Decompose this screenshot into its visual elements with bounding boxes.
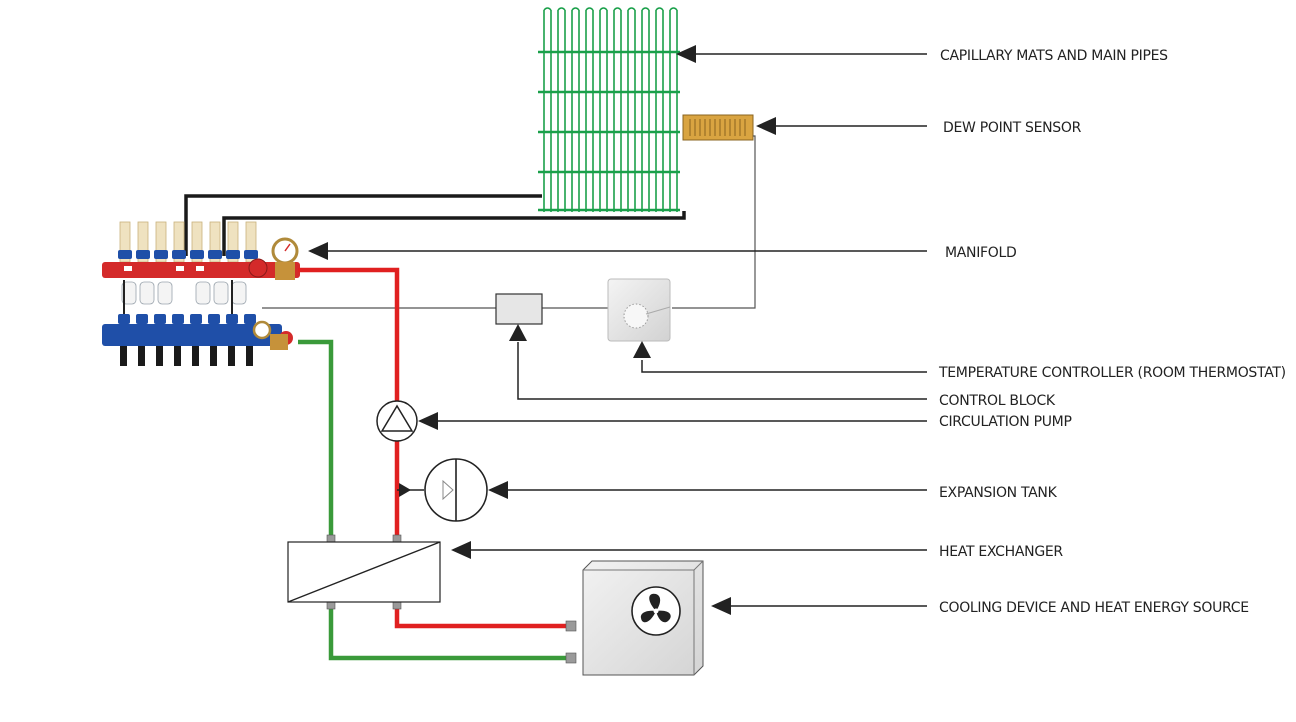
label-circulation-pump: CIRCULATION PUMP [939, 414, 1072, 430]
callout-arrows [308, 45, 927, 615]
return-pipe [298, 339, 568, 661]
dew-point-sensor [682, 114, 754, 141]
label-capillary-mats: CAPILLARY MATS AND MAIN PIPES [940, 48, 1168, 64]
pump-triangle-icon [380, 404, 414, 432]
label-dew-point-sensor: DEW POINT SENSOR [943, 120, 1082, 136]
label-expansion-tank: EXPANSION TANK [939, 485, 1058, 501]
label-cooling-device: COOLING DEVICE AND HEAT ENERGY SOURCE [939, 600, 1249, 616]
cooling-device [582, 560, 704, 676]
labels: CAPILLARY MATS AND MAIN PIPES DEW POINT … [938, 48, 1286, 616]
manifold [102, 221, 300, 366]
label-manifold: MANIFOLD [945, 245, 1017, 261]
label-heat-exchanger: HEAT EXCHANGER [939, 544, 1063, 560]
sensor-cable [672, 135, 756, 309]
thermostat-dial-icon [623, 303, 649, 329]
main-pipes [184, 194, 686, 256]
room-thermostat [607, 278, 671, 342]
capillary-mat [538, 7, 680, 212]
expansion-tank-icon [442, 479, 454, 501]
label-control-block: CONTROL BLOCK [939, 393, 1056, 409]
expansion-tank [397, 458, 488, 522]
control-block [495, 293, 543, 325]
circulation-pump [376, 400, 418, 442]
heat-exchanger [287, 541, 441, 603]
fan-icon [631, 586, 681, 636]
label-temperature-controller: TEMPERATURE CONTROLLER (ROOM THERMOSTAT) [938, 365, 1286, 381]
